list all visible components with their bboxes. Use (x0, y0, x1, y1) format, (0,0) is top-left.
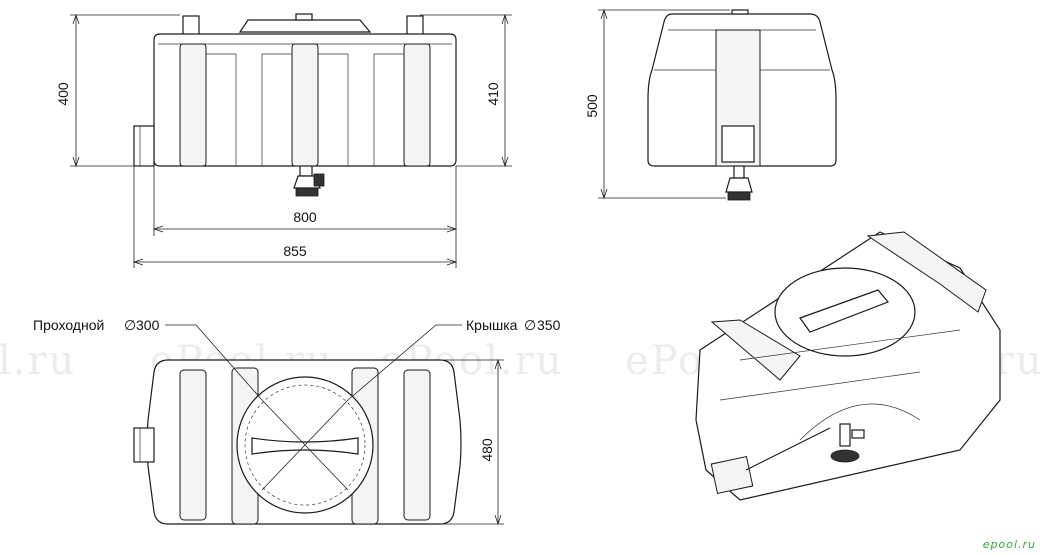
dim-line-800 (153, 166, 457, 236)
top-rib-left (179, 369, 207, 521)
callout-leaders (165, 324, 462, 401)
callout-lid-symbol: ∅ (524, 317, 536, 333)
dim-line-855 (133, 166, 457, 268)
dim-line-410 (420, 14, 512, 167)
side-box (721, 125, 755, 163)
dim-label-500: 500 (584, 94, 600, 118)
dim-line-480 (440, 359, 504, 525)
site-logo[interactable]: epool.ru (982, 538, 1036, 551)
callout-hatch-size: 300 (136, 317, 160, 333)
dim-label-855: 855 (283, 243, 307, 259)
iso-corner-block (710, 455, 754, 495)
top-hatch-circle (244, 384, 366, 506)
iso-drain-valve (830, 423, 865, 463)
callout-hatch-symbol: ∅ (124, 317, 136, 333)
dim-label-410: 410 (485, 82, 501, 106)
iso-bottom-arc (799, 403, 921, 441)
callout-lid-label: Крышка (466, 317, 518, 333)
dim-label-800: 800 (293, 209, 317, 225)
side-view: 500 (584, 8, 837, 201)
iso-lid-handle (799, 289, 889, 333)
front-lid (238, 19, 372, 33)
dim-label-400: 400 (55, 82, 71, 106)
isometric-view (695, 231, 1001, 501)
front-view: 400 410 800 855 (55, 13, 512, 268)
front-drain-valve (293, 165, 325, 197)
callout-lid-size: 350 (537, 317, 561, 333)
front-inlet (133, 125, 155, 167)
dim-line-400 (70, 14, 180, 167)
top-inlet (133, 427, 155, 463)
top-view: Проходной ∅ 300 Крышка ∅ 350 480 (33, 317, 561, 526)
iso-front-rail (710, 319, 801, 381)
front-rib (179, 43, 207, 167)
iso-pipe (745, 427, 831, 471)
side-drain-valve (725, 165, 753, 201)
dim-label-480: 480 (479, 438, 495, 462)
top-rib-right (403, 369, 431, 521)
watermark-left: l.ru (0, 338, 76, 384)
front-lid-knob (295, 13, 313, 21)
top-lid-handle (251, 437, 359, 455)
front-rib (291, 43, 319, 167)
front-rib (403, 43, 431, 167)
iso-back-rail (866, 231, 987, 313)
callout-hatch-label: Проходной (33, 317, 104, 333)
dim-line-500 (598, 9, 730, 199)
side-top-knob (731, 9, 749, 15)
